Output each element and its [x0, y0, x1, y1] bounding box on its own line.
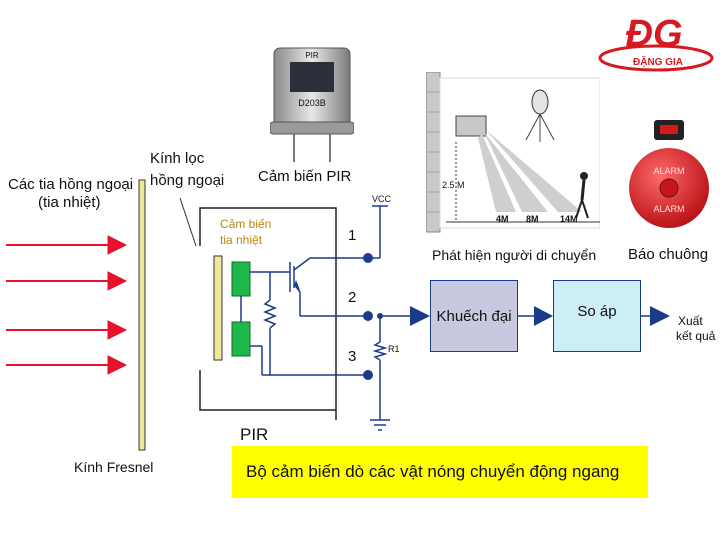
amplifier-block: Khuếch đại: [430, 280, 518, 352]
pin-1-node: [363, 253, 373, 263]
logo-swoosh: [598, 44, 714, 72]
logo-mark: ĐG: [626, 13, 683, 55]
infrared-filter: [213, 255, 223, 361]
infrared-ray: [6, 271, 128, 291]
pir-model-text: D203B: [298, 98, 326, 108]
filter-glass-label: Kính lọc hồng ngoại: [150, 150, 225, 189]
resistor-r1: [372, 341, 388, 361]
pir-housing-bottom: [199, 370, 336, 411]
pir-chip-text: PIR: [305, 51, 319, 60]
output-label: Xuất kết quả: [676, 314, 716, 343]
signal-arrow-mid: [534, 306, 553, 326]
r1-label: R1: [388, 344, 400, 354]
infrared-rays-label: Các tia hồng ngoại (tia nhiệt): [8, 176, 134, 211]
infrared-ray: [6, 320, 128, 340]
signal-arrow-in: [410, 306, 430, 326]
infrared-ray: [6, 235, 128, 255]
diagram-caption: Bộ cảm biến dò các vật nóng chuyển động …: [232, 446, 648, 498]
thermal-element-top: [231, 261, 251, 297]
thermal-element-bottom: [231, 321, 251, 357]
comparator-label: So áp: [577, 302, 617, 320]
fet-arrow: [294, 280, 300, 290]
ground-symbol: [370, 419, 390, 431]
distance-height: 2.5 M: [442, 180, 465, 190]
pin-1-label: 1: [348, 227, 356, 244]
pin-3-label: 3: [348, 348, 356, 365]
filter-glass-pointer: [179, 197, 197, 247]
amplifier-label: Khuếch đại: [436, 307, 512, 325]
pin-2-node: [363, 311, 373, 321]
alarm-text-top: ALARM: [653, 166, 684, 176]
pir-sensor-label: Cảm biến PIR: [258, 168, 352, 185]
internal-wiring: [240, 206, 381, 420]
distance-14m: 14M: [560, 214, 578, 224]
signal-arrow-out: [650, 306, 670, 326]
distance-4m: 4M: [496, 214, 509, 224]
pir-sensor-photo: PIR D203B: [270, 47, 354, 162]
infrared-rays: [6, 235, 128, 375]
infrared-ray: [6, 355, 128, 375]
thermal-sensor-label-2: tia nhiệt: [220, 233, 263, 247]
caption-text: Bộ cảm biến dò các vật nóng chuyển động …: [246, 462, 620, 481]
vcc-label: VCC: [372, 194, 392, 204]
alarm-bell: ALARM ALARM: [629, 120, 709, 228]
brand-logo: ĐG ĐẶNG GIA: [596, 6, 714, 76]
fresnel-lens: [138, 179, 146, 451]
motion-detection-illustration: 2.5 M 4M 8M 14M: [426, 72, 600, 233]
logo-name: ĐẶNG GIA: [633, 55, 683, 68]
pir-label: PIR: [240, 425, 268, 444]
fresnel-lens-label: Kính Fresnel: [74, 459, 154, 475]
internal-resistor: [262, 299, 278, 329]
alarm-label: Báo chuông: [628, 246, 709, 263]
pin-3-node: [363, 370, 373, 380]
pin-2-label: 2: [348, 289, 356, 306]
distance-8m: 8M: [526, 214, 539, 224]
comparator-block: So áp: [553, 280, 641, 352]
pir-housing: [199, 207, 337, 420]
motion-detection-label: Phát hiện người di chuyển: [432, 247, 597, 263]
thermal-sensor-label-1: Cảm biến: [220, 217, 271, 231]
alarm-text-bottom: ALARM: [653, 204, 684, 214]
